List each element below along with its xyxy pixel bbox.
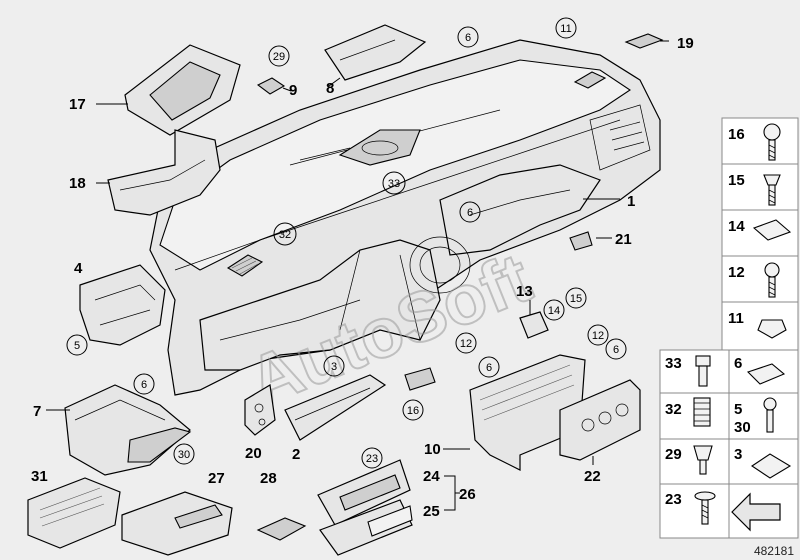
callout-4: 4 [74,260,83,277]
legend-label-32: 32 [665,401,682,418]
part-25-trim-panel [319,499,413,556]
callout-10: 10 [424,441,441,458]
callout-14: 14 [548,305,560,317]
legend-label-6: 6 [734,355,742,372]
part-27-control-unit [121,491,233,556]
callout-15: 15 [570,293,582,305]
figure-id: 482181 [753,544,794,558]
legend-label-12: 12 [728,264,745,281]
part-18-bracket [107,129,221,216]
callout-28: 28 [260,470,277,487]
callout-17: 17 [69,96,86,113]
legend-label-3: 3 [734,446,742,463]
part-22-control-panel [559,379,641,461]
callout-5: 5 [74,340,80,352]
callout-6-right: 6 [613,344,619,356]
part-19-vent [624,33,664,49]
part-2-trim [284,374,387,441]
callout-25: 25 [423,503,440,520]
callout-31: 31 [31,468,48,485]
legend-label-33: 33 [665,355,682,372]
part-21-clip [569,231,593,251]
circled-callouts [66,17,627,469]
callout-29: 29 [273,51,285,63]
legend-label-15: 15 [728,172,745,189]
part-13-bracket [519,311,549,339]
legend-label-29: 29 [665,446,682,463]
callout-6-glovebox: 6 [141,379,147,391]
callout-3: 3 [331,361,337,373]
part-31-module [27,477,121,549]
callout-9: 9 [289,82,297,99]
legend-label-5: 5 [734,401,742,418]
legend-label-16: 16 [728,126,745,143]
callout-2: 2 [292,446,300,463]
part-16-insert [404,367,436,391]
callout-16: 16 [407,405,419,417]
callout-19: 19 [677,35,694,52]
part-7-glovebox [64,384,192,476]
callout-6-lower: 6 [486,362,492,374]
legend-label-23: 23 [665,491,682,508]
callout-12-left: 12 [460,338,472,350]
part-8-cover [324,24,427,81]
callout-11-top: 11 [560,23,571,35]
callout-21: 21 [615,231,632,248]
callout-6-top: 6 [465,32,471,44]
part-10-center-console [469,354,586,471]
callout-7: 7 [33,403,41,420]
part-4-bracket [79,264,166,346]
callout-6-center: 6 [467,207,473,219]
legend-label-30: 30 [734,419,751,436]
callout-12-right: 12 [592,330,604,342]
part-28-tray [256,517,307,541]
callout-1: 1 [627,193,635,210]
callout-30: 30 [178,449,190,461]
callout-8: 8 [326,80,334,97]
leader-lines [46,40,669,511]
legend-label-14: 14 [728,218,745,235]
part-24-trim-panel [317,459,411,526]
dashboard-carrier [149,39,661,396]
part-9-clip [256,77,286,95]
callout-27: 27 [208,470,225,487]
callout-13: 13 [516,283,533,300]
part-17-trim-frame [124,44,241,136]
part-20-bracket [244,384,276,436]
legend-label-11: 11 [728,310,744,327]
callout-18: 18 [69,175,86,192]
callout-32: 32 [279,229,291,241]
callout-23: 23 [366,453,378,465]
fastener-legend [659,117,799,539]
callout-26: 26 [459,486,476,503]
callout-20: 20 [245,445,262,462]
callout-33: 33 [388,178,400,190]
callout-24: 24 [423,468,440,485]
callout-22: 22 [584,468,601,485]
